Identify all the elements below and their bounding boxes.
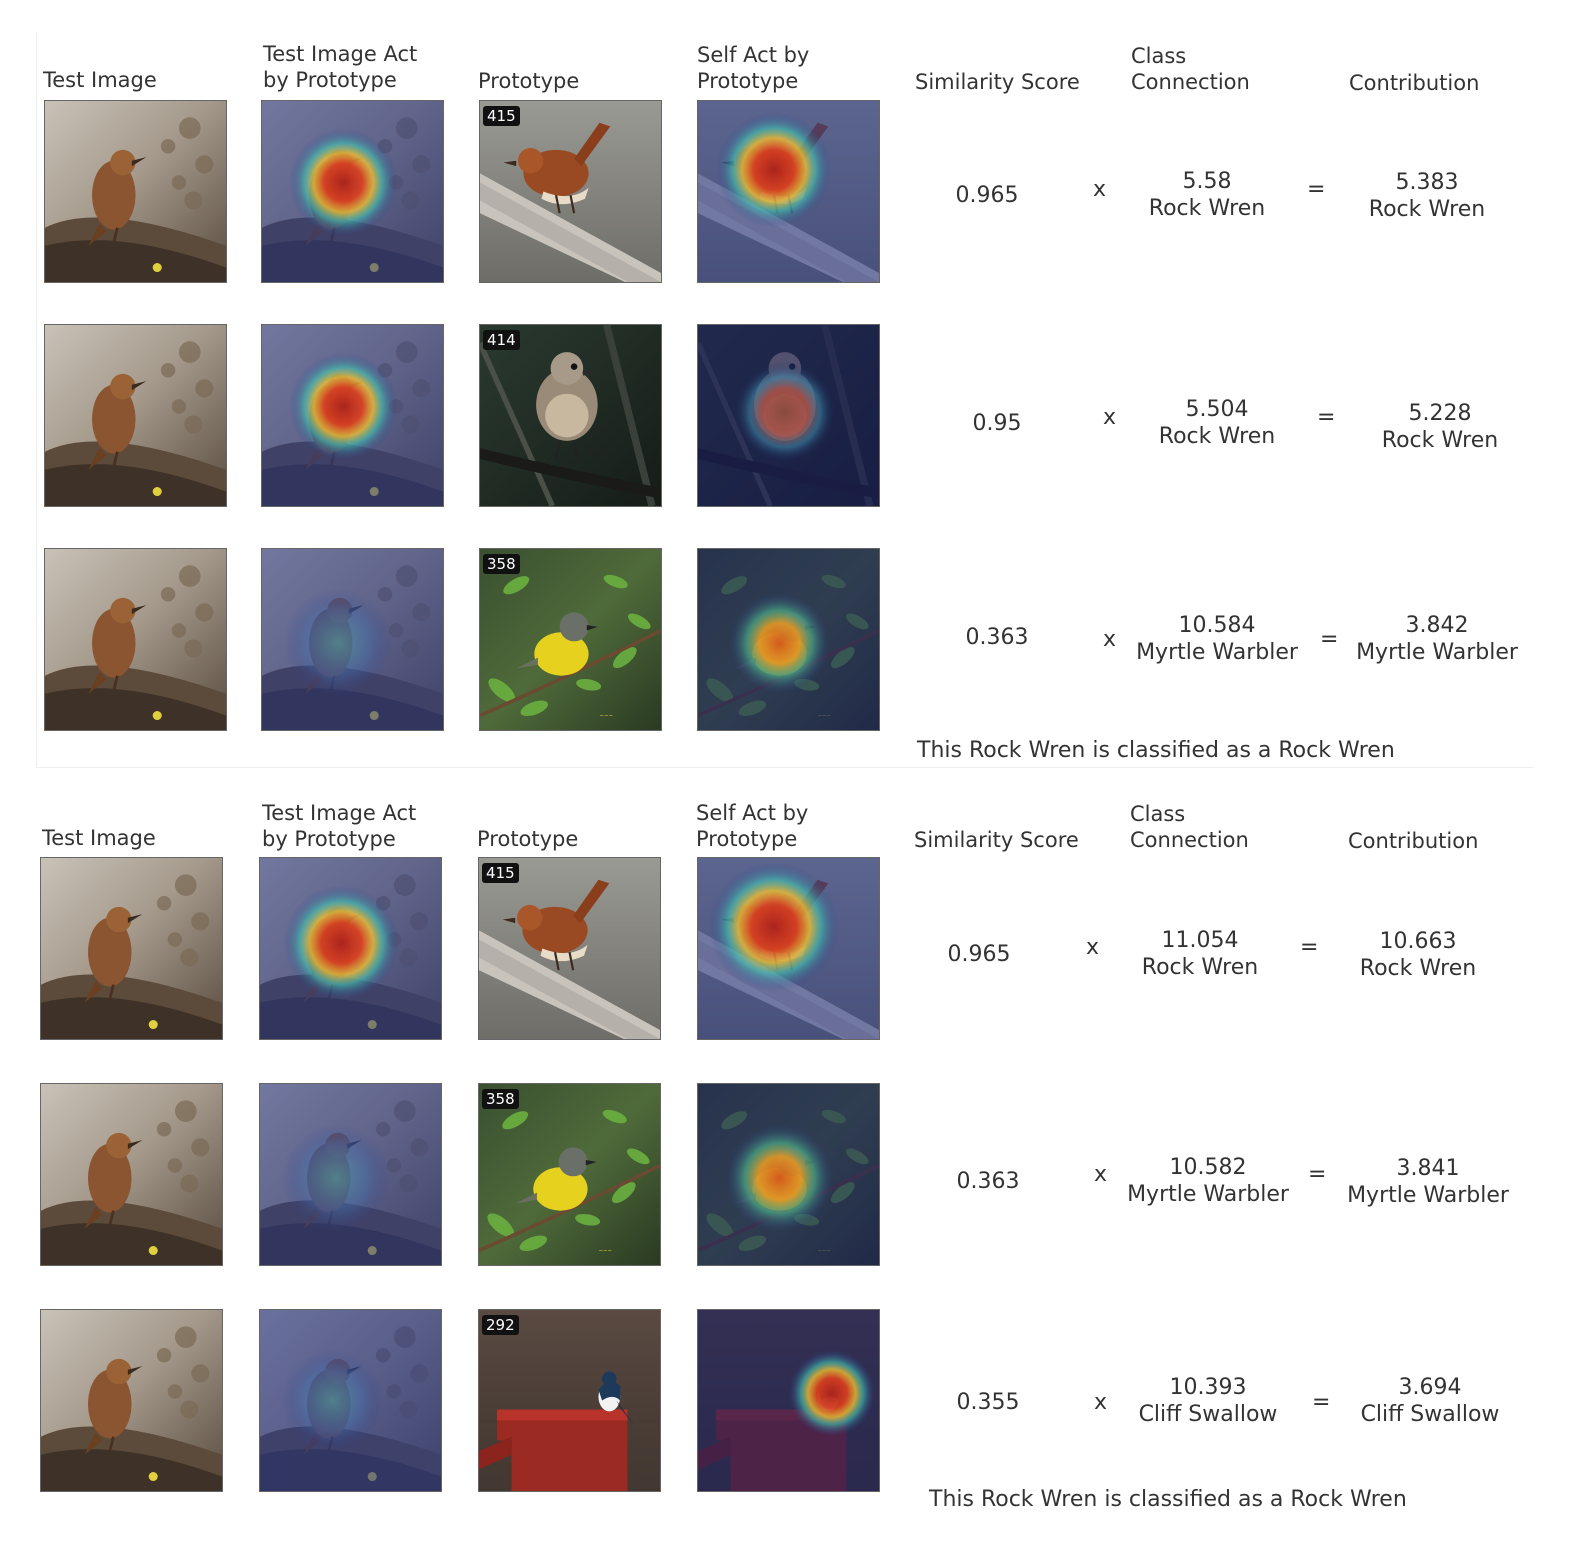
header-self-activation: Self Act by Prototype <box>696 801 809 851</box>
prototype-id-badge: 414 <box>483 330 520 350</box>
class-connection-class: Myrtle Warbler <box>1136 640 1298 665</box>
test-activation-heatmap <box>259 1309 442 1492</box>
contribution-class: Rock Wren <box>1381 428 1499 453</box>
test-image <box>44 324 227 507</box>
equals-sign: = <box>1317 405 1336 430</box>
header-prototype: Prototype <box>477 827 579 851</box>
self-activation-heatmap <box>697 324 880 507</box>
equals-sign: = <box>1312 1390 1331 1415</box>
header-test-image-activation: Test Image Act by Prototype <box>262 801 417 851</box>
times-sign: x <box>1094 1162 1108 1187</box>
class-connection-value: 11.054 <box>1161 928 1239 953</box>
explanation-panel-2: Test Image Test Image Act by Prototype P… <box>36 792 1532 1527</box>
times-sign: x <box>1103 405 1117 430</box>
header-prototype: Prototype <box>478 69 580 93</box>
prototype-row: 415 0.965 x 5.58 Rock Wren = 5.383 Rock … <box>37 100 1533 284</box>
classification-verdict: This Rock Wren is classified as a Rock W… <box>929 1487 1407 1512</box>
header-test-image: Test Image <box>43 68 157 92</box>
header-contribution: Contribution <box>1348 829 1479 853</box>
prototype-id-badge: 358 <box>483 554 520 574</box>
class-connection-value: 5.58 <box>1182 169 1232 194</box>
header-similarity-score: Similarity Score <box>914 828 1079 852</box>
test-activation-heatmap <box>261 548 444 731</box>
contribution-value: 3.842 <box>1405 613 1469 638</box>
self-activation-heatmap <box>697 1309 880 1492</box>
prototype-image: 414 <box>479 324 662 507</box>
header-test-image: Test Image <box>42 826 156 850</box>
explanation-panel-1: Test Image Test Image Act by Prototype P… <box>36 32 1533 768</box>
prototype-id-badge: 358 <box>482 1089 519 1109</box>
similarity-score: 0.965 <box>947 942 1011 967</box>
header-similarity-score: Similarity Score <box>915 70 1080 94</box>
contribution-value: 5.383 <box>1395 170 1459 195</box>
contribution-class: Myrtle Warbler <box>1356 640 1518 665</box>
header-class-connection: Class Connection <box>1130 802 1249 852</box>
contribution-class: Cliff Swallow <box>1360 1402 1500 1427</box>
contribution-value: 3.694 <box>1398 1375 1462 1400</box>
class-connection-value: 5.504 <box>1185 397 1249 422</box>
equals-sign: = <box>1320 627 1339 652</box>
header-contribution: Contribution <box>1349 71 1480 95</box>
test-activation-heatmap <box>261 100 444 283</box>
prototype-id-badge: 415 <box>482 863 519 883</box>
similarity-score: 0.965 <box>955 183 1019 208</box>
prototype-image: 415 <box>479 100 662 283</box>
contribution-value: 3.841 <box>1396 1156 1460 1181</box>
test-activation-heatmap <box>259 857 442 1040</box>
class-connection-class: Rock Wren <box>1158 424 1276 449</box>
class-connection-class: Cliff Swallow <box>1138 1402 1278 1427</box>
test-image <box>44 100 227 283</box>
contribution-class: Myrtle Warbler <box>1347 1183 1509 1208</box>
similarity-score: 0.363 <box>956 1169 1020 1194</box>
class-connection-class: Myrtle Warbler <box>1127 1182 1289 1207</box>
equals-sign: = <box>1307 177 1326 202</box>
prototype-image: 292 <box>478 1309 661 1492</box>
header-self-activation: Self Act by Prototype <box>697 43 810 93</box>
prototype-id-badge: 292 <box>482 1315 519 1335</box>
prototype-image: 415 <box>478 857 661 1040</box>
contribution-class: Rock Wren <box>1368 197 1486 222</box>
test-image <box>44 548 227 731</box>
prototype-row: 414 0.95 x 5.504 Rock Wren = 5.228 Rock … <box>37 324 1533 508</box>
times-sign: x <box>1093 177 1107 202</box>
prototype-id-badge: 415 <box>483 106 520 126</box>
header-test-image-activation: Test Image Act by Prototype <box>263 42 418 92</box>
prototype-row: 358 0.363 x 10.582 Myrtle Warbler = 3.84… <box>36 1083 1532 1267</box>
class-connection-value: 10.582 <box>1169 1155 1247 1180</box>
similarity-score: 0.355 <box>956 1390 1020 1415</box>
times-sign: x <box>1094 1390 1108 1415</box>
times-sign: x <box>1086 935 1100 960</box>
prototype-image: 358 <box>478 1083 661 1266</box>
class-connection-value: 10.584 <box>1178 613 1256 638</box>
header-class-connection: Class Connection <box>1131 44 1250 94</box>
contribution-class: Rock Wren <box>1359 956 1477 981</box>
self-activation-heatmap <box>697 548 880 731</box>
test-image <box>40 857 223 1040</box>
classification-verdict: This Rock Wren is classified as a Rock W… <box>917 738 1395 763</box>
test-activation-heatmap <box>261 324 444 507</box>
self-activation-heatmap <box>697 857 880 1040</box>
test-image <box>40 1083 223 1266</box>
prototype-row: 358 0.363 x 10.584 Myrtle Warbler = 3.84… <box>37 548 1533 732</box>
times-sign: x <box>1103 627 1117 652</box>
similarity-score: 0.95 <box>972 411 1022 436</box>
equals-sign: = <box>1300 935 1319 960</box>
class-connection-class: Rock Wren <box>1141 955 1259 980</box>
contribution-value: 5.228 <box>1408 401 1472 426</box>
prototype-image: 358 <box>479 548 662 731</box>
prototype-row: 292 0.355 x 10.393 Cliff Swallow = 3.694… <box>36 1309 1532 1493</box>
self-activation-heatmap <box>697 100 880 283</box>
class-connection-class: Rock Wren <box>1148 196 1266 221</box>
similarity-score: 0.363 <box>965 625 1029 650</box>
test-image <box>40 1309 223 1492</box>
class-connection-value: 10.393 <box>1169 1375 1247 1400</box>
equals-sign: = <box>1308 1162 1327 1187</box>
test-activation-heatmap <box>259 1083 442 1266</box>
prototype-row: 415 0.965 x 11.054 Rock Wren = 10.663 Ro… <box>36 857 1532 1041</box>
contribution-value: 10.663 <box>1379 929 1457 954</box>
self-activation-heatmap <box>697 1083 880 1266</box>
